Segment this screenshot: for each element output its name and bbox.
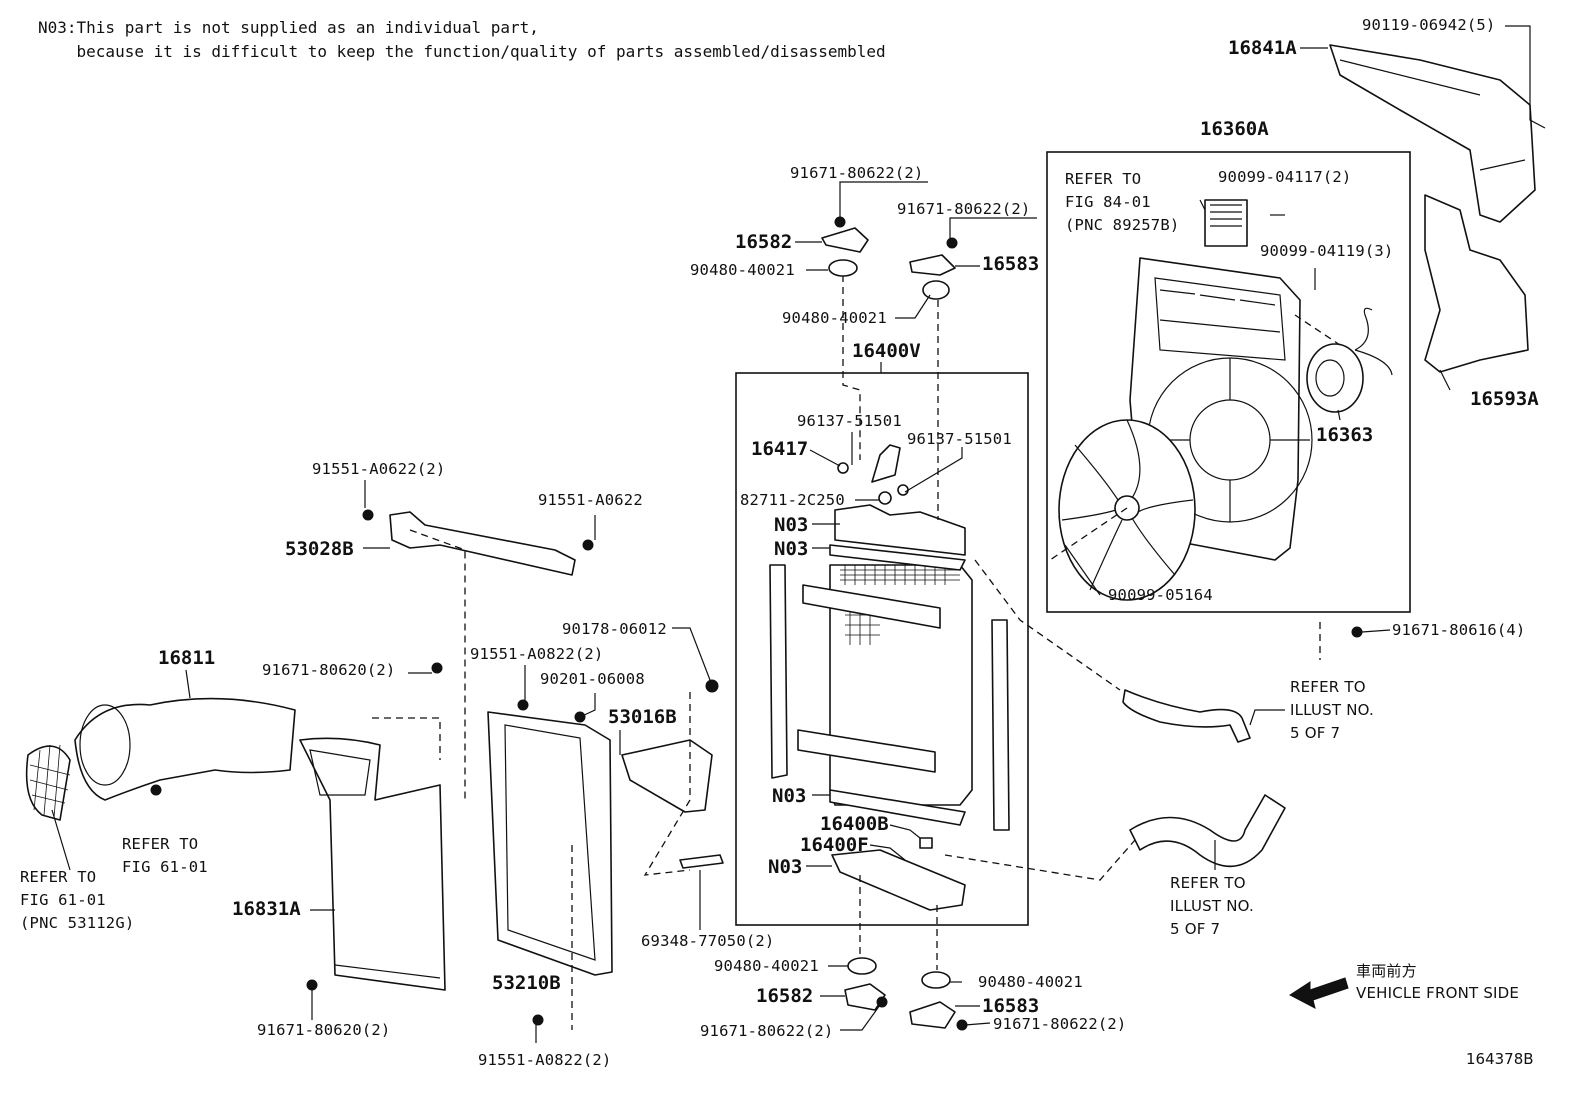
support-53028b: [389, 511, 576, 576]
clip-right: [897, 484, 909, 496]
label-16593a[interactable]: 16593A: [1470, 388, 1539, 410]
radiator-assembly-frame: [735, 372, 1029, 926]
label-16417[interactable]: 16417: [751, 438, 809, 460]
label-53028b[interactable]: 53028B: [285, 538, 354, 560]
label-16811[interactable]: 16811: [158, 647, 216, 669]
cushion-top-left: [828, 259, 858, 277]
bracket-16841a: [1329, 44, 1536, 223]
illustration-number: 164378B: [1466, 1050, 1534, 1068]
label-16400f[interactable]: 16400F: [800, 834, 869, 856]
label-91551-a0622[interactable]: 91551-A0622: [538, 491, 643, 509]
cushion-top-right: [922, 280, 950, 300]
label-90480-40021-bottom-right[interactable]: 90480-40021: [978, 973, 1083, 991]
air-duct-16811: [74, 697, 296, 801]
label-82711-2c250[interactable]: 82711-2C250: [740, 491, 845, 509]
label-16582-bottom[interactable]: 16582: [756, 985, 814, 1007]
clip-pin-69348: [679, 854, 724, 869]
cushion-bottom-left: [847, 957, 877, 975]
lower-hose: [1129, 794, 1286, 868]
label-90480-40021-bottom-left[interactable]: 90480-40021: [714, 957, 819, 975]
label-16400v[interactable]: 16400V: [852, 340, 921, 362]
label-69348-77050[interactable]: 69348-77050(2): [641, 932, 775, 950]
label-90099-04119[interactable]: 90099-04119(3): [1260, 242, 1394, 260]
label-90480-40021-top-left[interactable]: 90480-40021: [690, 261, 795, 279]
ref-fig-61-01-duct[interactable]: REFER TO FIG 61-01: [122, 835, 208, 876]
lower-tank: [831, 849, 966, 911]
leader-lines: [51, 25, 1546, 1043]
frame-53210b: [487, 711, 613, 976]
bracket-53016b: [621, 739, 713, 813]
label-53016b[interactable]: 53016B: [608, 706, 677, 728]
cushion-bottom-right: [921, 971, 951, 989]
fan-resistor: [1204, 199, 1248, 247]
label-90099-04117[interactable]: 90099-04117(2): [1218, 168, 1352, 186]
mount-16583-top: [909, 254, 956, 276]
label-91671-80620-lower[interactable]: 91671-80620(2): [257, 1021, 391, 1039]
label-16841a[interactable]: 16841A: [1228, 37, 1297, 59]
label-91551-a0822-lower[interactable]: 91551-A0822(2): [478, 1051, 612, 1069]
label-n03-lower-tank[interactable]: N03: [768, 856, 803, 878]
label-91551-a0822-upper[interactable]: 91551-A0822(2): [470, 645, 604, 663]
label-n03-upper-tank[interactable]: N03: [774, 514, 809, 536]
label-n03-lower-gasket[interactable]: N03: [772, 785, 807, 807]
clip-left: [837, 462, 849, 474]
label-96137-51501-left[interactable]: 96137-51501: [797, 412, 902, 430]
label-90178-06012[interactable]: 90178-06012: [562, 620, 667, 638]
label-91551-a0622-2[interactable]: 91551-A0622(2): [312, 460, 446, 478]
note-line-1: N03:This part is not supplied as an indi…: [38, 18, 539, 37]
fan-assembly-frame: [1046, 151, 1411, 613]
label-16363[interactable]: 16363: [1316, 424, 1374, 446]
vehicle-front-label-en: VEHICLE FRONT SIDE: [1356, 984, 1520, 1002]
note-line-2: because it is difficult to keep the func…: [38, 42, 886, 61]
label-90201-06008[interactable]: 90201-06008: [540, 670, 645, 688]
label-90099-05164[interactable]: 90099-05164: [1108, 586, 1213, 604]
mount-16583-bottom: [909, 1001, 956, 1029]
mount-16582-top: [821, 227, 869, 253]
label-91671-80622-bottom-left[interactable]: 91671-80622(2): [700, 1022, 834, 1040]
grille-mesh: [25, 745, 71, 821]
label-91671-80622-top-left[interactable]: 91671-80622(2): [790, 164, 924, 182]
ref-illust-5-of-7-lower[interactable]: REFER TO ILLUST NO. 5 OF 7: [1170, 874, 1255, 938]
air-guide-16593a: [1424, 194, 1529, 373]
lower-gasket: [829, 789, 966, 826]
label-91671-80616[interactable]: 91671-80616(4): [1392, 621, 1526, 639]
ref-fig-84-01[interactable]: REFER TO FIG 84-01 (PNC 89257B): [1065, 170, 1180, 234]
front-direction-arrow: [1289, 977, 1349, 1009]
label-n03-upper-gasket[interactable]: N03: [774, 538, 809, 560]
cap-clip: [878, 491, 892, 505]
ref-illust-5-of-7-upper[interactable]: REFER TO ILLUST NO. 5 OF 7: [1290, 678, 1375, 742]
cooling-fan: [1058, 419, 1196, 601]
label-91671-80622-bottom-right[interactable]: 91671-80622(2): [993, 1015, 1127, 1033]
label-96137-51501-right[interactable]: 96137-51501: [907, 430, 1012, 448]
upper-gasket: [829, 544, 966, 571]
label-91671-80620-upper[interactable]: 91671-80620(2): [262, 661, 396, 679]
label-53210b[interactable]: 53210B: [492, 972, 561, 994]
label-16360a[interactable]: 16360A: [1200, 118, 1269, 140]
vehicle-front-label-jp: 車両前方: [1356, 962, 1417, 980]
label-90119-06942[interactable]: 90119-06942(5): [1362, 16, 1496, 34]
label-16582-top[interactable]: 16582: [735, 231, 793, 253]
fan-motor: [1306, 307, 1393, 413]
radiator-core: [769, 564, 1010, 831]
label-91671-80622-top-right[interactable]: 91671-80622(2): [897, 200, 1031, 218]
upper-hose: [1122, 689, 1251, 743]
label-16831a[interactable]: 16831A: [232, 898, 301, 920]
label-16583-top[interactable]: 16583: [982, 253, 1040, 275]
drain-cock: [871, 444, 901, 483]
drain-plug: [919, 837, 933, 849]
label-16583-bottom[interactable]: 16583: [982, 995, 1040, 1017]
label-16400b[interactable]: 16400B: [820, 813, 889, 835]
label-90480-40021-top-right[interactable]: 90480-40021: [782, 309, 887, 327]
ref-fig-61-01-grille[interactable]: REFER TO FIG 61-01 (PNC 53112G): [20, 868, 135, 932]
air-duct-16831a: [299, 737, 446, 991]
upper-tank: [834, 504, 966, 556]
